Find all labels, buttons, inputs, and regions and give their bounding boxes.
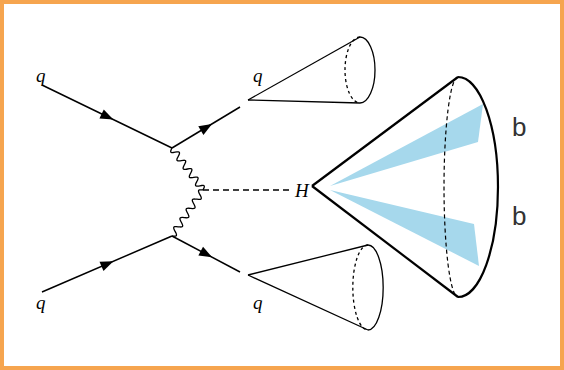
jet-cone [248, 37, 375, 103]
particle-label: q [253, 66, 263, 85]
quark-line [172, 107, 240, 148]
quark-label-b: b [512, 203, 526, 229]
boson-line [172, 190, 203, 236]
higgs-line [203, 189, 290, 190]
quark-arrow [99, 109, 115, 124]
particle-label: q [36, 66, 46, 85]
particle-label: q [36, 293, 46, 312]
quark-arrow [100, 257, 116, 271]
quark-arrow [198, 120, 214, 135]
quark-label-b: b [512, 114, 526, 140]
quark-line [172, 236, 240, 272]
particle-label: H [295, 181, 309, 200]
quark-arrow [198, 247, 214, 262]
quark-line [42, 85, 172, 148]
fat-jet-cone [312, 77, 498, 297]
quark-line [42, 236, 172, 292]
particle-label: q [253, 293, 263, 312]
boson-line [171, 148, 205, 190]
jet-cone [248, 245, 383, 330]
